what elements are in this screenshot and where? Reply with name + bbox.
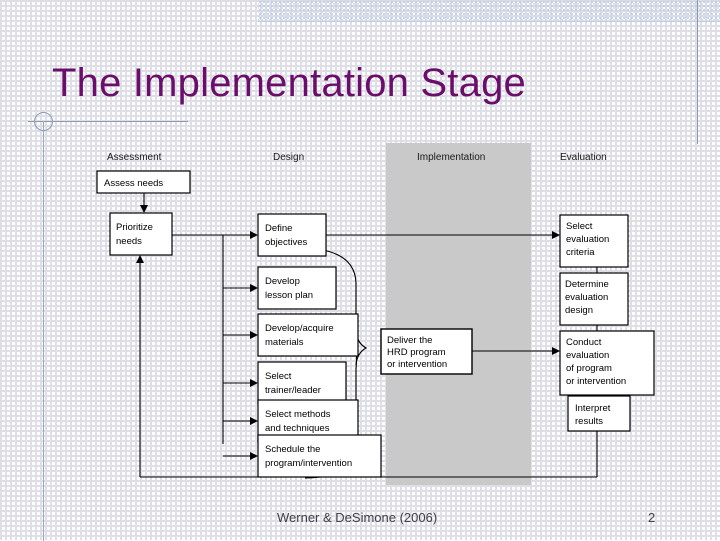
box-develop-acquire-materials: Develop/acquire materials [257,313,359,357]
box-develop-acquire-materials-line-0: Develop/acquire [265,323,334,334]
box-schedule-program-line-1: program/intervention [265,458,352,469]
box-define-objectives-line-1: objectives [265,237,307,248]
box-deliver-hrd-program-line-2: or intervention [387,359,447,370]
title-vertical-rule [43,121,44,541]
arrow-into-prioritize-needs [140,205,148,213]
box-deliver-hrd-program: Deliver the HRD program or intervention [380,328,473,375]
title-circle-decoration [34,112,53,131]
box-interpret-results-line-1: results [575,416,603,427]
hrd-process-model-figure: Assessment Design Implementation Evaluat… [90,143,670,491]
title-horizontal-rule [28,121,188,122]
arrow-into-conduct-evaluation [552,347,560,355]
box-select-trainer-leader-line-1: trainer/leader [265,385,321,396]
box-determine-evaluation-design-line-1: evaluation [565,292,608,303]
page-title: The Implementation Stage [52,61,526,105]
footer-source-citation: Werner & DeSimone (2006) [277,510,438,525]
arrow-into-materials [250,331,258,339]
box-select-methods-techniques-line-0: Select methods [265,409,331,420]
box-schedule-program-line-0: Schedule the [265,444,320,455]
box-develop-lesson-plan: Develop lesson plan [257,266,337,310]
arrow-into-lesson-plan [250,284,258,292]
box-select-evaluation-criteria-line-2: criteria [566,247,595,258]
box-conduct-evaluation-line-2: of program [566,363,612,374]
box-select-trainer-leader: Select trainer/leader [257,361,347,405]
box-determine-evaluation-design-line-0: Determine [565,279,609,290]
arrow-into-define-objectives [250,231,258,239]
column-heading-evaluation: Evaluation [560,152,607,163]
box-determine-evaluation-design-line-2: design [565,305,593,316]
box-interpret-results-line-0: Interpret [575,403,611,414]
box-develop-acquire-materials-line-1: materials [265,337,304,348]
box-deliver-hrd-program-line-1: HRD program [387,347,446,358]
box-prioritize-needs-line-0: Prioritize [116,222,153,233]
process-flow-svg: Assessment Design Implementation Evaluat… [96,143,655,485]
column-heading-assessment: Assessment [107,152,162,163]
implementation-highlight-band [386,143,531,485]
box-assess-needs-line-0: Assess needs [104,178,163,189]
box-conduct-evaluation: Conduct evaluation of program or interve… [559,330,655,396]
footer-page-number: 2 [648,510,656,525]
box-conduct-evaluation-line-0: Conduct [566,337,602,348]
box-conduct-evaluation-line-1: evaluation [566,350,609,361]
box-prioritize-needs-line-1: needs [116,236,142,247]
top-band-edge-line [258,21,720,22]
arrowheads [136,205,601,460]
box-select-evaluation-criteria-line-0: Select [566,221,593,232]
box-deliver-hrd-program-line-0: Deliver the [387,335,432,346]
box-assess-needs: Assess needs [96,170,191,194]
arrow-into-trainer [250,379,258,387]
right-vertical-rule [697,0,698,144]
box-select-evaluation-criteria-line-1: evaluation [566,234,609,245]
box-develop-lesson-plan-line-0: Develop [265,276,300,287]
column-heading-implementation: Implementation [417,152,485,163]
box-conduct-evaluation-line-3: or intervention [566,376,626,387]
box-interpret-results: Interpret results [567,395,631,432]
box-select-methods-techniques-line-1: and techniques [265,423,330,434]
box-select-trainer-leader-line-0: Select [265,371,292,382]
box-prioritize-needs: Prioritize needs [109,212,173,256]
box-determine-evaluation-design: Determine evaluation design [559,272,629,326]
arrow-feedback-into-prioritize [136,255,144,263]
box-define-objectives: Define objectives [257,213,327,257]
top-decorative-band [258,0,720,22]
arrow-into-schedule [250,452,258,460]
box-develop-lesson-plan-line-1: lesson plan [265,290,313,301]
column-heading-design: Design [273,152,304,163]
box-define-objectives-line-0: Define [265,223,292,234]
box-schedule-program: Schedule the program/intervention [257,434,382,478]
arrow-into-select-criteria [552,231,560,239]
box-select-evaluation-criteria: Select evaluation criteria [559,214,629,268]
arrow-into-methods [250,417,258,425]
